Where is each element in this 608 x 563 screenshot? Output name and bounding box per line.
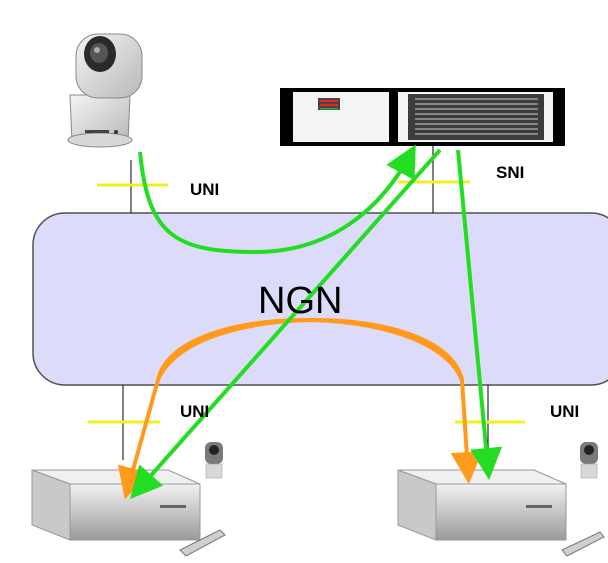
downlink-flow-arrow-to-left-terminal	[130, 148, 442, 499]
remote-control-icon	[179, 529, 226, 557]
video-conference-terminal-icon	[397, 442, 605, 557]
ngn-network-label: NGN	[258, 280, 343, 322]
uni-left-terminal-label: UNI	[180, 402, 210, 421]
uni-camera-label: UNI	[190, 180, 220, 199]
mini-camera-icon	[205, 442, 223, 479]
peer-flow-arrow-to-left-terminal	[117, 318, 464, 500]
ngn-network-area	[32, 212, 608, 386]
rack-server-icon	[280, 88, 565, 146]
downlink-flow-arrow-to-right-terminal	[456, 149, 503, 480]
remote-control-icon	[561, 531, 605, 557]
sni-server-label: SNI	[496, 163, 525, 182]
mini-camera-icon	[580, 442, 598, 479]
video-conference-terminal-icon	[31, 442, 226, 557]
uplink-flow-arrow-camera-to-server	[138, 144, 416, 255]
ptz-camera-icon	[67, 33, 143, 148]
uni-right-terminal-label: UNI	[550, 402, 580, 421]
